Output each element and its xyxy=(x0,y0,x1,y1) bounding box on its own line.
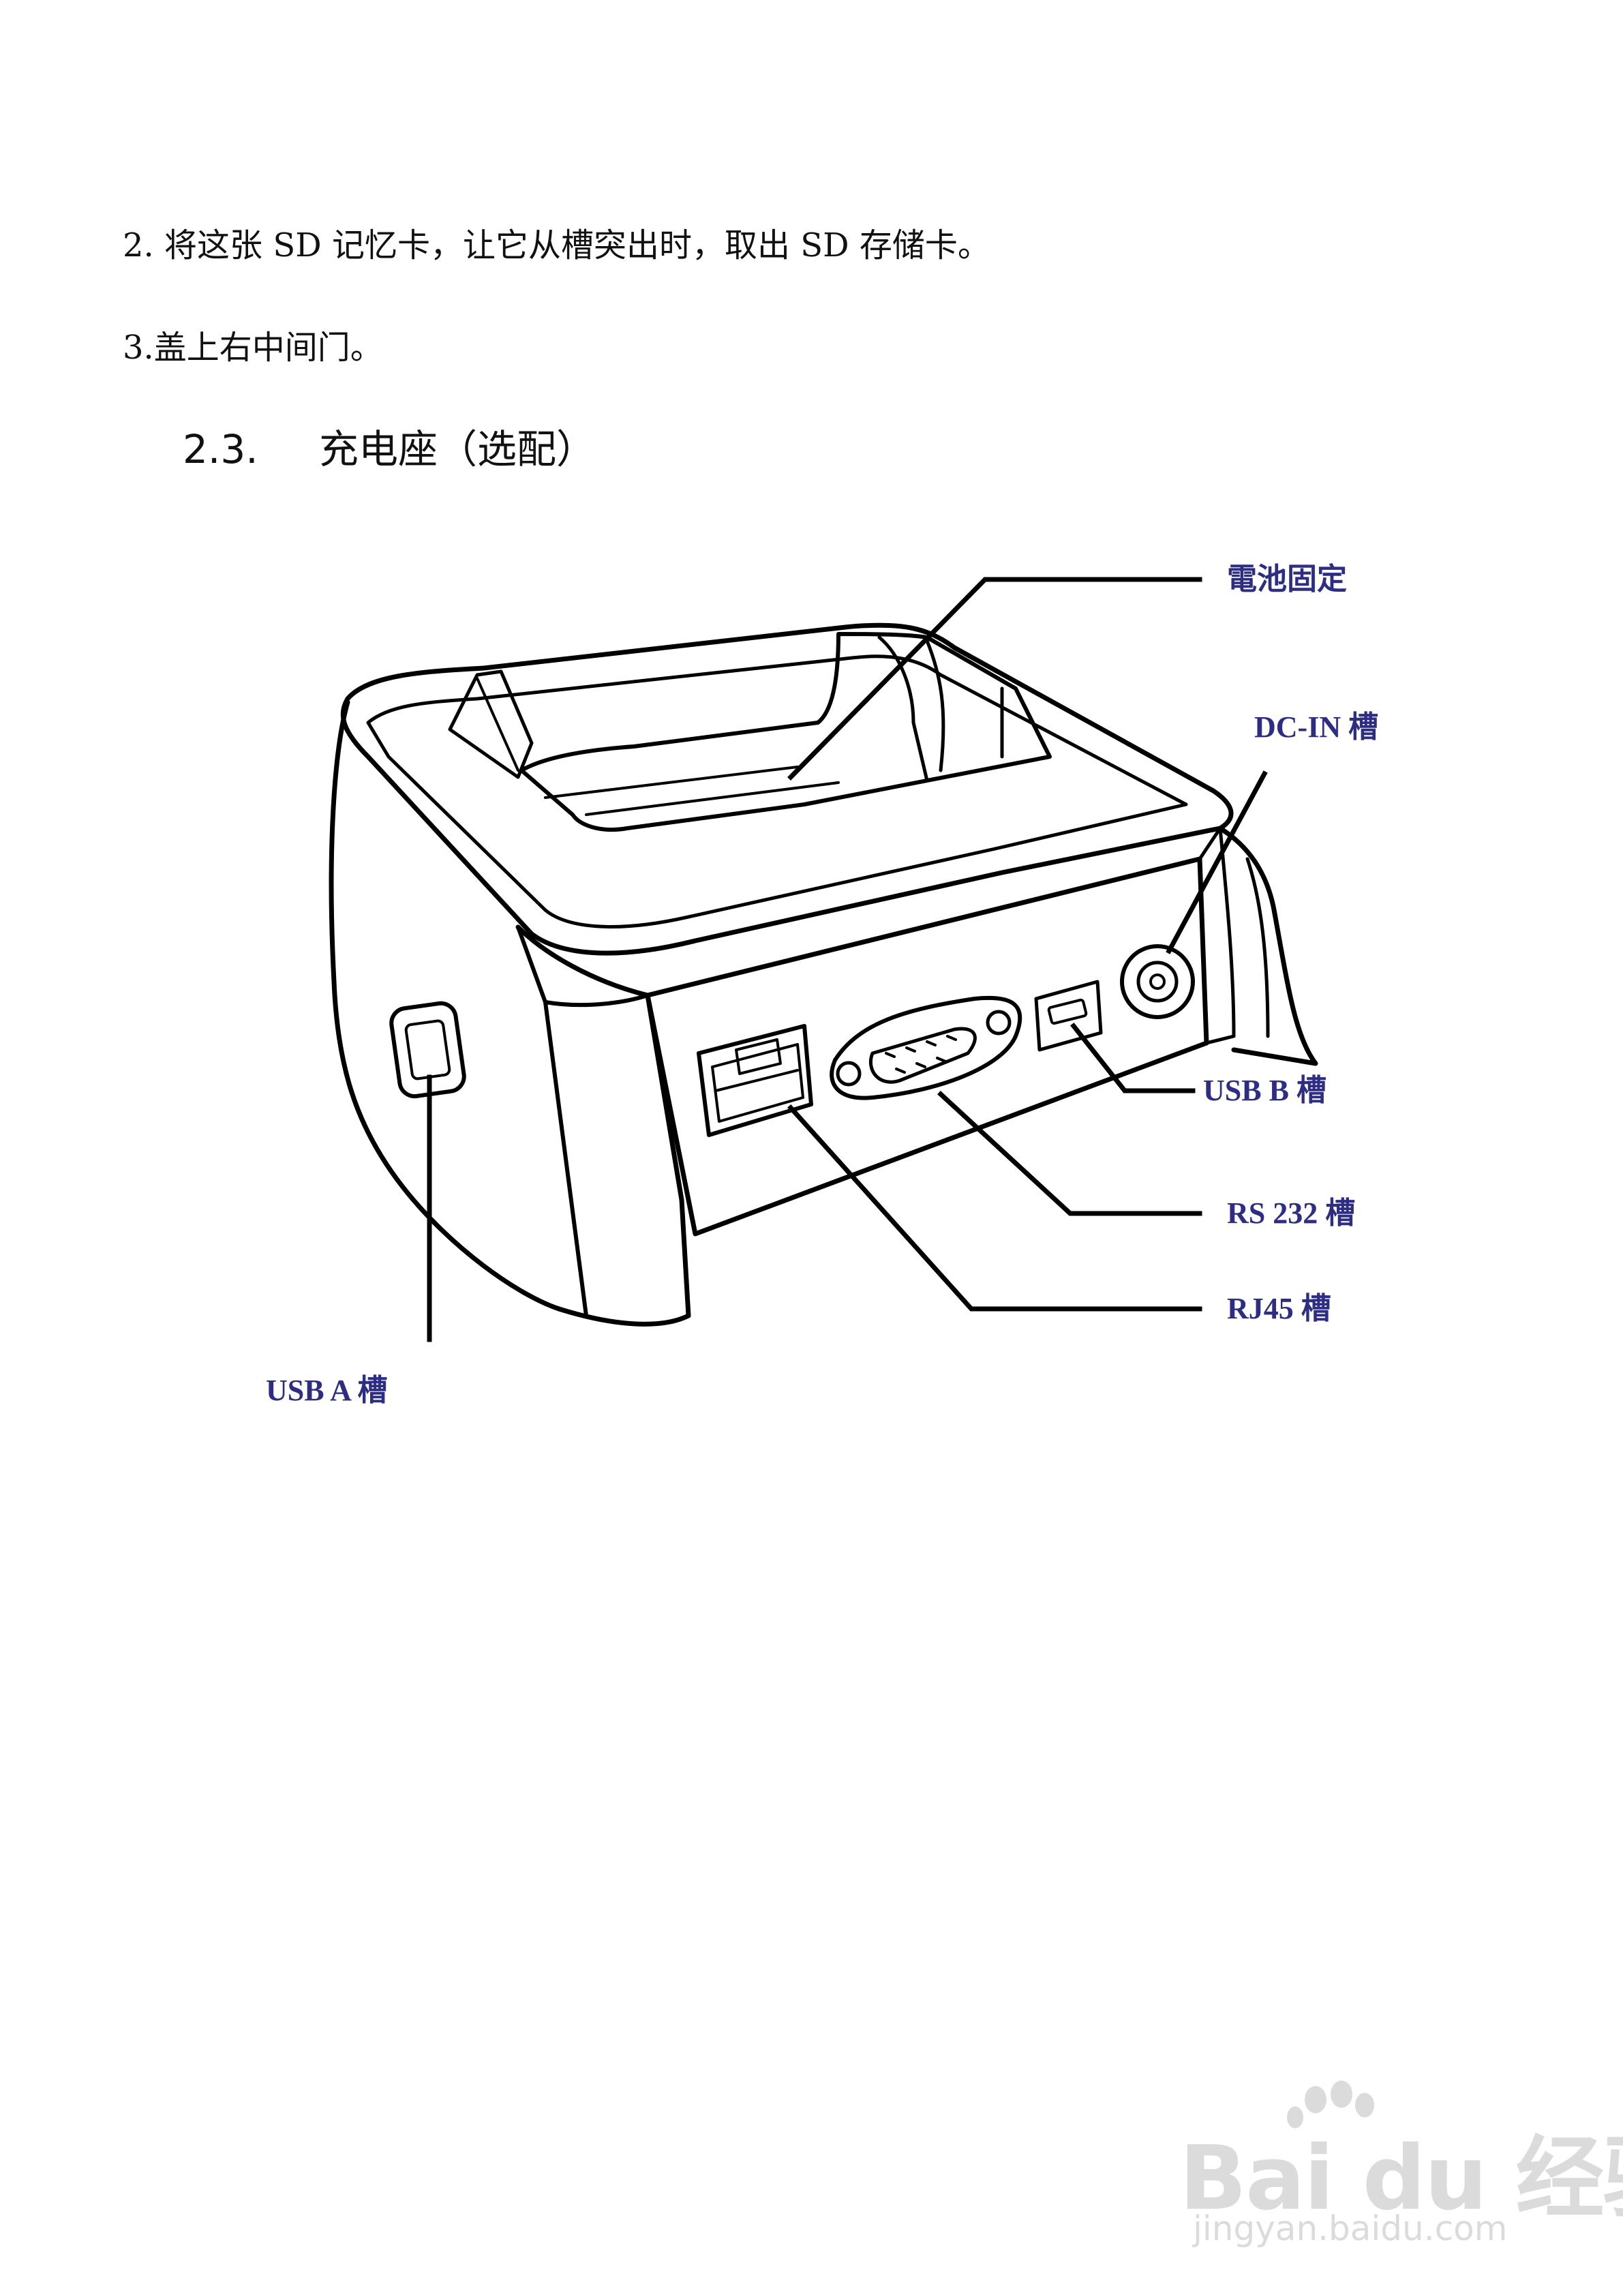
battery-well xyxy=(519,632,1052,832)
step-2-text: 2. 将这张 SD 记忆卡，让它从槽突出时，取出 SD 存储卡。 xyxy=(123,226,990,265)
rj45-port xyxy=(697,1024,813,1137)
dc-in-leader xyxy=(1166,770,1268,954)
usb-b-port xyxy=(1034,980,1103,1052)
rj45-leader xyxy=(787,1104,1202,1312)
callout-dc-in: DC-IN 槽 xyxy=(1254,710,1379,744)
watermark-url: jingyan.baidu.com xyxy=(1193,2209,1508,2248)
callout-rj45: RJ45 槽 xyxy=(1227,1292,1331,1325)
cradle-left-body xyxy=(329,699,691,1327)
usb-b-leader xyxy=(1070,1023,1196,1093)
callout-usb-b: USB B 槽 xyxy=(1203,1074,1326,1107)
watermark-brand: Bai du 经验 xyxy=(1179,2126,1623,2230)
battery-leader xyxy=(787,577,1202,781)
section-heading: 2.3. 充电座（选配） xyxy=(183,429,596,469)
rs232-port xyxy=(830,995,1022,1100)
dc-in-port xyxy=(1120,944,1195,1019)
callout-battery-fix: 電池固定 xyxy=(1227,562,1347,596)
callout-rs232: RS 232 槽 xyxy=(1227,1196,1356,1230)
usb-a-port xyxy=(389,1001,466,1099)
section-number: 2.3. xyxy=(183,426,258,472)
cradle-right-side xyxy=(1217,826,1318,1066)
step-3-text: 3.盖上右中间门。 xyxy=(123,329,383,367)
baidu-jingyan-watermark: Bai du 经验 jingyan.baidu.com xyxy=(1159,2079,1623,2263)
callout-usb-a: USB A 槽 xyxy=(266,1374,388,1407)
cradle-top-rim xyxy=(340,622,1234,956)
rs232-leader xyxy=(937,1091,1202,1216)
paw-icon xyxy=(1287,2081,1374,2128)
section-title: 充电座（选配） xyxy=(319,426,596,472)
